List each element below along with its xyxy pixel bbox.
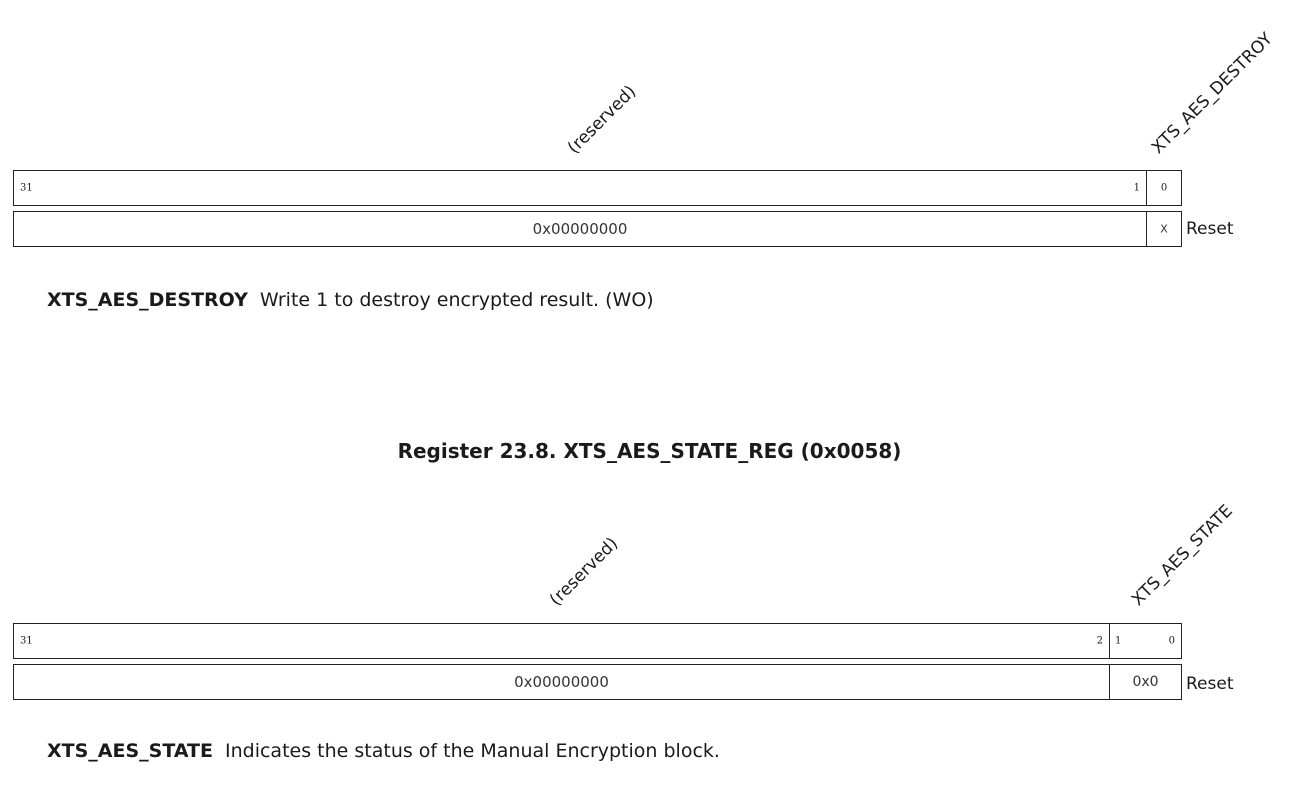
reset-value-row: 0x00000000 0x0 (13, 664, 1182, 700)
reset-label: Reset (1186, 219, 1234, 239)
bit-31-label: 31 (20, 182, 33, 194)
reserved-field-label: (reserved) (563, 81, 641, 158)
bit-1-label: 1 (1115, 635, 1122, 647)
state-bits-cell: 1 0 (1109, 624, 1181, 658)
reserved-reset-cell: 0x00000000 (14, 212, 1146, 246)
destroy-reset-value: X (1160, 222, 1168, 236)
xts-aes-destroy-field-label: XTS_AES_DESTROY (1147, 29, 1277, 159)
reserved-reset-value: 0x00000000 (532, 220, 628, 238)
field-description-text: Write 1 to destroy encrypted result. (WO… (259, 289, 654, 311)
field-description-name: XTS_AES_DESTROY (47, 289, 248, 311)
reset-label: Reset (1186, 674, 1234, 694)
destroy-bit-cell: 0 (1146, 171, 1181, 205)
xts-aes-state-field-label: XTS_AES_STATE (1127, 501, 1237, 610)
reserved-reset-value: 0x00000000 (514, 673, 609, 691)
bit-0-label: 0 (1168, 635, 1175, 647)
bit-1-label: 1 (1133, 182, 1140, 194)
reset-value-row: 0x00000000 X (13, 211, 1182, 247)
bit-number-row: 31 2 1 0 (13, 623, 1182, 659)
field-description: XTS_AES_STATE Indicates the status of the… (47, 740, 720, 762)
register-title: Register 23.8. XTS_AES_STATE_REG (0x0058… (397, 439, 902, 463)
field-description: XTS_AES_DESTROY Write 1 to destroy encryp… (47, 289, 654, 311)
reserved-bits-cell: 31 2 (14, 624, 1109, 658)
bit-31-label: 31 (20, 635, 33, 647)
field-description-name: XTS_AES_STATE (47, 740, 213, 762)
reserved-field-label: (reserved) (545, 533, 623, 610)
field-description-text: Indicates the status of the Manual Encry… (225, 740, 720, 762)
state-reset-cell: 0x0 (1109, 665, 1181, 699)
reserved-bits-cell: 31 1 (14, 171, 1146, 205)
bit-0-label: 0 (1160, 182, 1168, 194)
bit-number-row: 31 1 0 (13, 170, 1182, 206)
destroy-reset-cell: X (1146, 212, 1181, 246)
bit-2-label: 2 (1096, 635, 1103, 647)
state-reset-value: 0x0 (1132, 674, 1159, 690)
reserved-reset-cell: 0x00000000 (14, 665, 1109, 699)
